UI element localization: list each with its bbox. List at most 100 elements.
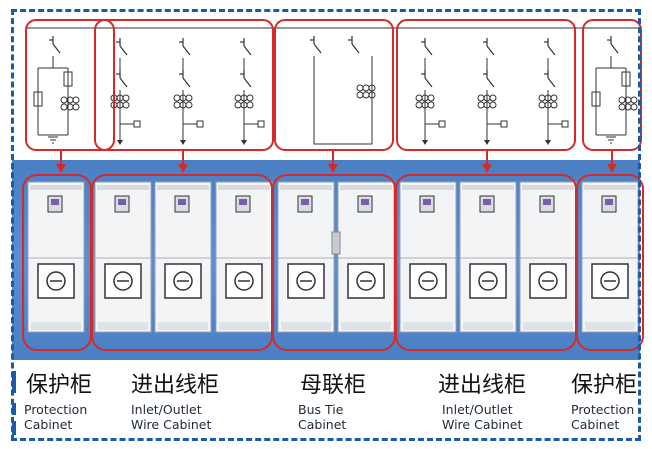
group-highlight-top: [25, 19, 115, 151]
switch-icon: [483, 70, 495, 88]
cabinet-nameplate: [462, 185, 514, 190]
current-transformer-icon: [477, 94, 497, 109]
surge-arrester-icon: [133, 120, 141, 128]
switch-icon: [607, 36, 619, 54]
surge-arrester-icon: [257, 120, 265, 128]
arrow-head-icon: [328, 164, 338, 173]
cable-end-icon: [117, 140, 123, 145]
switch-icon: [348, 36, 360, 54]
bus-duct: [331, 231, 341, 255]
cabinet-nameplate: [522, 185, 574, 190]
current-transformer-icon: [173, 94, 193, 109]
cabinet-nameplate: [402, 185, 454, 190]
cabinet-nameplate: [340, 185, 392, 190]
switch-icon: [240, 70, 252, 88]
fuse-icon: [591, 91, 601, 107]
fuse-icon: [33, 91, 43, 107]
cabinet: [27, 181, 85, 333]
cable-end-icon: [484, 140, 490, 145]
cabinet-nameplate: [280, 185, 332, 190]
cable-end-icon: [422, 140, 428, 145]
surge-arrester-icon: [438, 120, 446, 128]
arrow-head-icon: [482, 164, 492, 173]
label-en-protection-right: Protection Cabinet: [571, 402, 635, 432]
cabinet: [519, 181, 577, 333]
cable-end-icon: [241, 140, 247, 145]
switch-icon: [179, 70, 191, 88]
cabinet-base: [158, 322, 208, 330]
cabinet-body: [154, 181, 212, 333]
current-transformer-icon: [618, 96, 638, 111]
cabinet: [94, 181, 152, 333]
label-en-inlet-outlet-right: Inlet/Outlet Wire Cabinet: [442, 402, 523, 432]
cabinet: [581, 181, 639, 333]
current-transformer-icon: [415, 94, 435, 109]
cabinet: [215, 181, 273, 333]
bus-tie-loop: [313, 56, 373, 145]
arrow-head-icon: [178, 164, 188, 173]
switch-icon: [421, 38, 433, 56]
cabinet-nameplate: [97, 185, 149, 190]
cabinet: [337, 181, 395, 333]
surge-arrester-icon: [561, 120, 569, 128]
cabinet: [277, 181, 335, 333]
switch-icon: [421, 70, 433, 88]
cabinet-nameplate: [157, 185, 209, 190]
cabinet-base: [281, 322, 331, 330]
switch-icon: [544, 70, 556, 88]
switch-icon: [240, 38, 252, 56]
cabinet-nameplate: [30, 185, 82, 190]
switch-icon: [116, 70, 128, 88]
outer-dashed-frame: [11, 9, 641, 441]
current-transformer-icon: [60, 96, 80, 111]
surge-arrester-icon: [196, 120, 204, 128]
arrow-head-icon: [56, 164, 66, 173]
cabinet-base: [463, 322, 513, 330]
switch-icon: [179, 38, 191, 56]
fuse-icon: [63, 71, 73, 87]
cabinet-base: [219, 322, 269, 330]
cabinet-base: [98, 322, 148, 330]
arrow-head-icon: [607, 164, 617, 173]
switch-icon: [116, 38, 128, 56]
label-zh-inlet-outlet-right: 进出线柜: [438, 373, 527, 398]
label-en-protection-left: Protection Cabinet: [24, 402, 88, 432]
cabinet-base: [523, 322, 573, 330]
cabinet: [154, 181, 212, 333]
cabinet-base: [403, 322, 453, 330]
ground-icon: [48, 136, 58, 144]
cabinet-base: [585, 322, 635, 330]
switch-icon: [310, 36, 322, 54]
label-zh-protection-right: 保护柜: [571, 373, 638, 398]
surge-arrester-icon: [500, 120, 508, 128]
cable-end-icon: [545, 140, 551, 145]
label-zh-inlet-outlet-left: 进出线柜: [131, 373, 220, 398]
ground-icon: [606, 136, 616, 144]
switch-icon: [544, 38, 556, 56]
current-transformer-icon: [356, 84, 376, 99]
cabinet-nameplate: [218, 185, 270, 190]
fuse-icon: [621, 71, 631, 87]
current-transformer-icon: [234, 94, 254, 109]
group-highlight-bottom: [576, 174, 644, 351]
label-bar: [12, 421, 16, 435]
switch-icon: [49, 36, 61, 54]
cabinet-base: [31, 322, 81, 330]
cabinet-base: [341, 322, 391, 330]
current-transformer-icon: [538, 94, 558, 109]
label-bar: [12, 403, 16, 415]
breaker-mechanism-icon: [529, 263, 567, 299]
switch-icon: [483, 38, 495, 56]
label-zh-protection-left: 保护柜: [26, 373, 93, 398]
label-bar: [12, 371, 16, 393]
breaker-mechanism-icon: [37, 263, 75, 299]
cable-end-icon: [180, 140, 186, 145]
label-en-inlet-outlet-left: Inlet/Outlet Wire Cabinet: [131, 402, 212, 432]
cabinet: [459, 181, 517, 333]
cabinet-nameplate: [584, 185, 636, 190]
cabinet: [399, 181, 457, 333]
breaker-mechanism-icon: [347, 263, 385, 299]
label-en-bus-tie: Bus Tie Cabinet: [298, 402, 347, 432]
